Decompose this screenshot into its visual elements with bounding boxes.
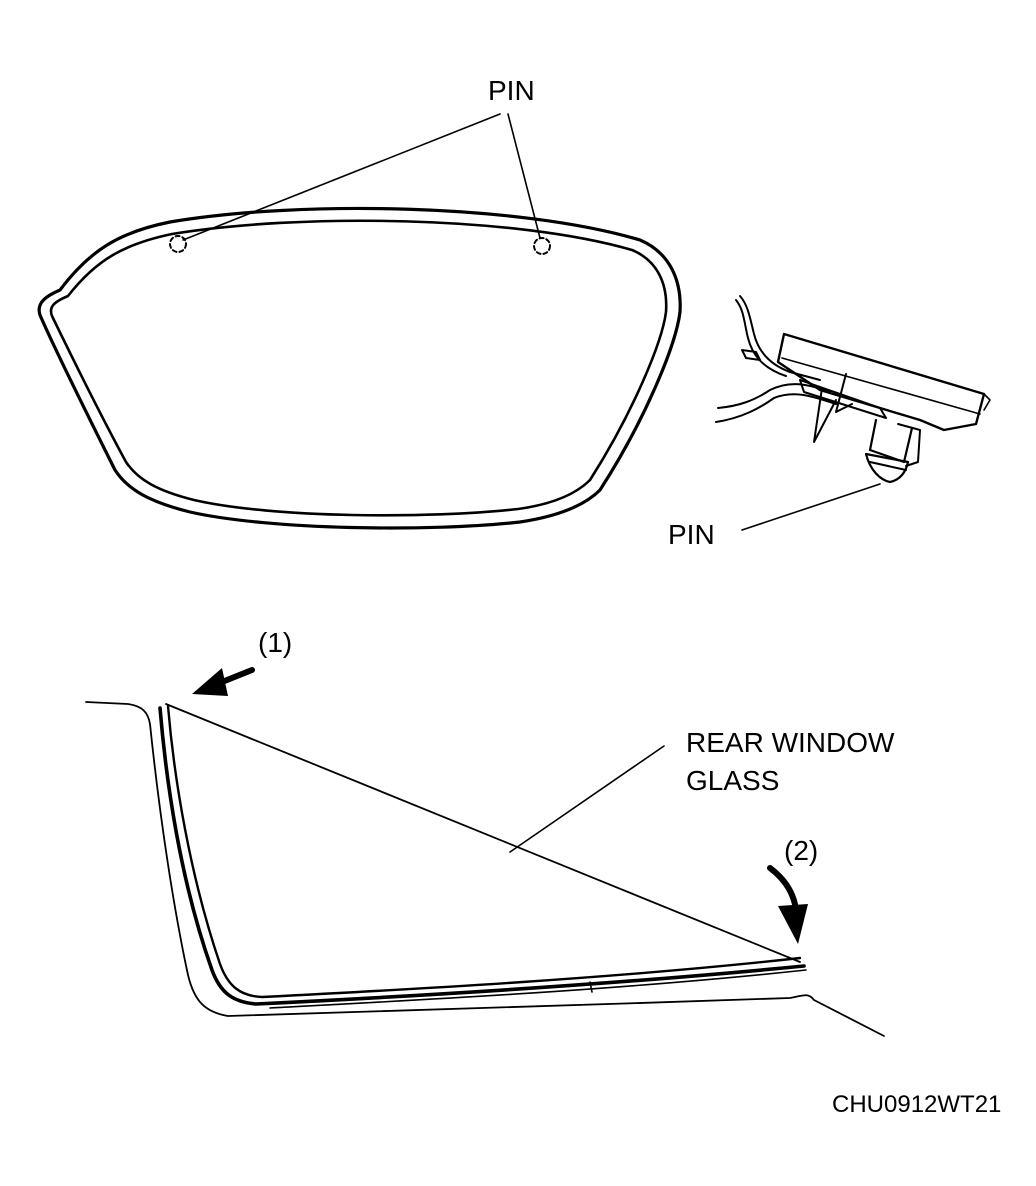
glass-label-leader [509, 745, 665, 853]
arrow-2: (2) [767, 835, 818, 944]
detail-pin-stem [868, 418, 914, 464]
detail-molding-block [776, 332, 986, 432]
glass-molding-inner [166, 704, 802, 999]
arrow-1-head [192, 668, 228, 696]
glass-molding-bottom-band [269, 969, 807, 1009]
glass-outline-view: PIN [37, 75, 682, 530]
arrow-2-head [778, 904, 808, 944]
detail-pin-tip [869, 461, 907, 471]
pin-detail-label: PIN [668, 519, 715, 550]
glass-molding-outer [158, 706, 806, 1006]
side-section-view: REAR WINDOW GLASS (1) (2) [85, 627, 895, 1037]
detail-fin-left [813, 387, 837, 443]
detail-upper-strand [739, 295, 821, 381]
pin-detail-view: PIN [668, 295, 991, 550]
detail-lower-strand [717, 383, 831, 409]
detail-pin-collar [897, 423, 921, 467]
detail-molding-edge [983, 393, 991, 411]
pin-location-right [533, 237, 551, 255]
body-panel-outline [85, 701, 885, 1037]
pin-leader-left [182, 113, 501, 241]
detail-lower-strand-2 [715, 393, 837, 423]
detail-upper-strand-2 [735, 299, 787, 377]
pin-leader-right [507, 113, 541, 239]
glass-outer-edge [37, 206, 682, 530]
marker-2-label: (2) [784, 835, 818, 866]
arrow-2-shaft [767, 865, 799, 913]
glass-top-edge [165, 703, 801, 963]
pin-detail-leader [741, 483, 881, 531]
glass-inner-edge [49, 219, 668, 517]
pin-top-label: PIN [488, 75, 535, 106]
detail-fin-mid [835, 373, 853, 413]
glass-label-line2: GLASS [686, 765, 779, 796]
detail-lip [799, 379, 887, 419]
detail-molding-face [781, 357, 981, 415]
detail-pin-head [864, 452, 910, 484]
glass-label-line1: REAR WINDOW [686, 727, 895, 758]
marker-1-label: (1) [258, 627, 292, 658]
arrow-1: (1) [192, 627, 292, 696]
pin-location-left [169, 235, 187, 253]
figure-code: CHU0912WT21 [832, 1091, 1001, 1118]
detail-clip-end [741, 349, 761, 361]
molding-joint [589, 981, 593, 993]
